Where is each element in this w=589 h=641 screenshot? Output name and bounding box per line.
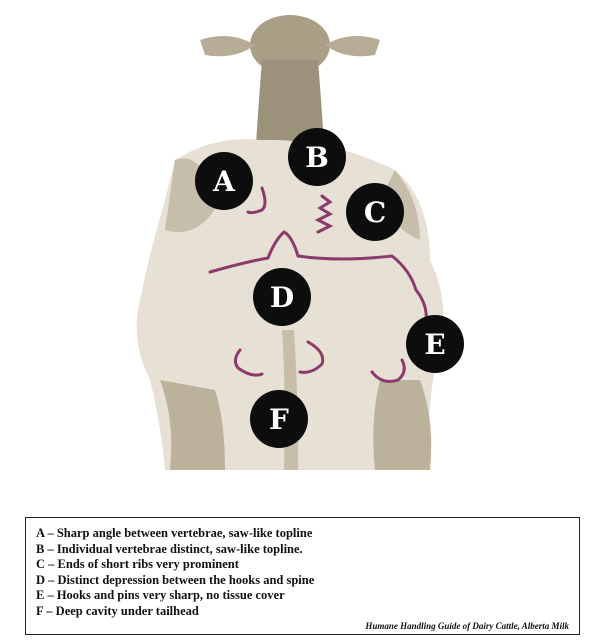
marker-c: C bbox=[346, 183, 404, 241]
legend-item-d: D – Distinct depression between the hook… bbox=[36, 573, 569, 589]
source-credit: Humane Handling Guide of Dairy Cattle, A… bbox=[365, 621, 569, 631]
legend-item-f: F – Deep cavity under tailhead bbox=[36, 604, 569, 620]
marker-d: D bbox=[253, 268, 311, 326]
legend-item-b: B – Individual vertebrae distinct, saw-l… bbox=[36, 542, 569, 558]
marker-b: B bbox=[288, 128, 346, 186]
legend-item-c: C – Ends of short ribs very prominent bbox=[36, 557, 569, 573]
legend-item-a: A – Sharp angle between vertebrae, saw-l… bbox=[36, 526, 569, 542]
cow-right-leg bbox=[373, 380, 431, 470]
marker-a: A bbox=[195, 152, 253, 210]
legend-box: A – Sharp angle between vertebrae, saw-l… bbox=[25, 517, 580, 635]
marker-f: F bbox=[250, 390, 308, 448]
marker-e: E bbox=[406, 315, 464, 373]
cow-rear-illustration: A B C D E F bbox=[0, 0, 589, 500]
legend-item-e: E – Hooks and pins very sharp, no tissue… bbox=[36, 588, 569, 604]
